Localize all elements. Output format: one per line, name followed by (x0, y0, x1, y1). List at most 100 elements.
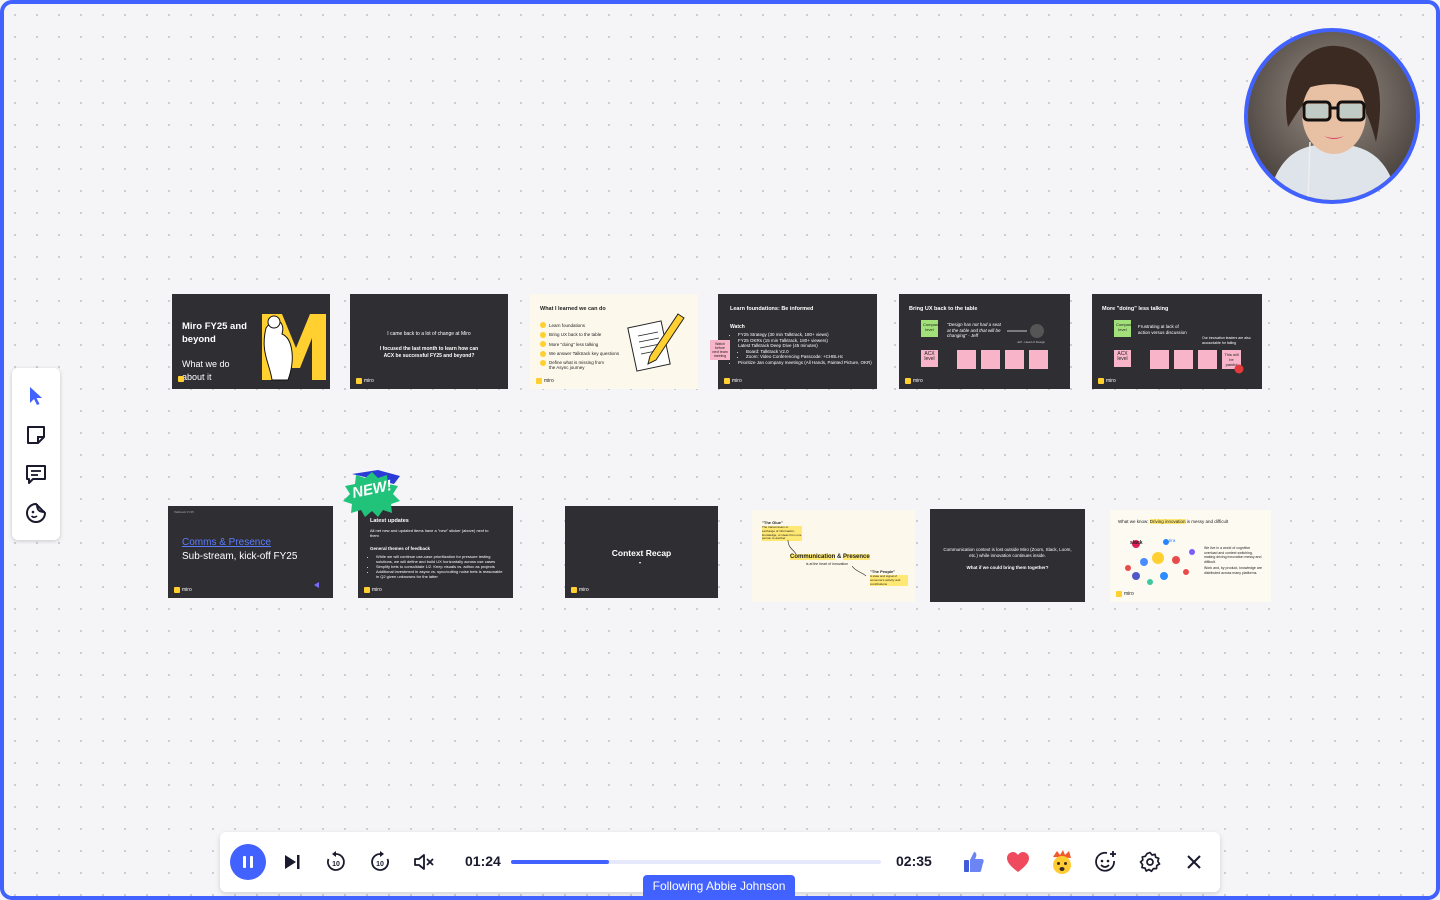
mute-button[interactable] (408, 846, 440, 878)
sticky-note-icon (27, 425, 45, 444)
miro-logo: miro (356, 378, 374, 384)
rewind-10-button[interactable]: 10 (320, 846, 352, 878)
add-reaction-button[interactable] (1090, 846, 1122, 878)
slide-2-line1: I came back to a lot of change at Miro (387, 331, 471, 337)
slide-12-p2: Work and, by product, knowledge are dist… (1204, 566, 1262, 575)
heart-reaction-button[interactable] (1002, 846, 1034, 878)
caret-icon: ▾ (639, 560, 642, 565)
miro-logo: miro (905, 378, 923, 384)
miro-logo: miro (1116, 591, 1134, 597)
sticky-note[interactable]: ACX level (1114, 350, 1131, 367)
slide-6[interactable]: More "doing" less talking Company level … (1092, 294, 1262, 389)
slide-10-heading: Communication & Presence (790, 554, 870, 560)
reaction-tool-button[interactable] (20, 497, 52, 529)
comment-tool-button[interactable] (20, 458, 52, 490)
slide-2[interactable]: I came back to a lot of change at Miro I… (350, 294, 508, 389)
current-time: 01:24 (465, 853, 501, 869)
cursor-icon (30, 386, 42, 405)
slide-9[interactable]: Context Recap ▾ miro (565, 506, 718, 598)
list-item: Additional investment in async vs. sync/… (376, 569, 506, 579)
slide-8-heading: General themes of feedback (370, 546, 431, 551)
slide-12-p1: We live in a world of cognitive overload… (1204, 546, 1262, 564)
slide-3-title: What I learned we can do (540, 306, 606, 312)
sticky-note[interactable]: Company level (1114, 320, 1133, 337)
new-starburst-icon (343, 470, 400, 517)
list-item: Latest Talktrack Deep Dive (45 minutes) (738, 343, 874, 349)
slide-5-person: Jeff - Head of Design (1017, 340, 1046, 344)
slide-12[interactable]: What we know: Driving innovation is mess… (1110, 510, 1271, 602)
list-item: Prioritize Jan company meetings (All Han… (738, 360, 874, 366)
slide-4[interactable]: Learn foundations: Be informed Watch FY2… (710, 294, 877, 389)
miro-logo (178, 376, 184, 382)
slide-8-desc: All net new and updated items have a "ne… (370, 528, 489, 538)
slide-8[interactable]: Latest updates All net new and updated i… (358, 506, 513, 598)
curve-arrow-icon (787, 540, 797, 555)
list-item: Learn foundations (540, 322, 630, 328)
select-tool-button[interactable] (20, 380, 52, 412)
slide-1-title: Miro FY25 and beyond (182, 321, 247, 345)
slide-7-subtitle: Sub-stream, kick-off FY25 (182, 551, 298, 562)
settings-button[interactable] (1134, 846, 1166, 878)
sticky-note[interactable]: Company level (921, 320, 940, 337)
slide-7-link[interactable]: Comms & Presence (182, 537, 271, 548)
close-button[interactable] (1178, 846, 1210, 878)
svg-text:10: 10 (376, 861, 384, 868)
following-indicator[interactable]: Following Abbie Johnson (643, 875, 795, 896)
app-icons-cluster (1125, 539, 1195, 585)
illustration-image (262, 314, 326, 381)
miro-logo: miro (174, 587, 192, 593)
list-item: While we will continue use-case prioriti… (376, 554, 506, 564)
sticky-note[interactable] (1005, 350, 1024, 369)
miro-logo: miro (724, 378, 742, 384)
slide-11[interactable]: Communication context is lost outside Mi… (930, 509, 1085, 602)
thumbs-up-icon (964, 852, 984, 872)
slide-7[interactable]: Talktrack FY25 Comms & Presence Sub-stre… (168, 506, 333, 598)
skip-next-button[interactable] (276, 846, 308, 878)
list-item: Bring UX back to the table (540, 331, 630, 338)
mind-blown-reaction-button[interactable] (1046, 846, 1078, 878)
slide-10-people-desc: A state and signal of someone's activity… (870, 574, 908, 587)
sticky-note-tool-button[interactable] (20, 419, 52, 451)
slide-1[interactable]: Miro FY25 and beyond What we do about it (172, 294, 330, 389)
slide-4-list: FY25 Strategy (30 min Talktrack, 180+ vi… (724, 332, 874, 365)
sticky-note[interactable] (1174, 350, 1193, 369)
alarm-sticker-icon (1234, 364, 1244, 374)
slide-3[interactable]: What I learned we can do Learn foundatio… (530, 294, 698, 389)
list-item: Board: Talktrack V2.0 (746, 349, 874, 355)
sticky-note[interactable] (981, 350, 1000, 369)
slide-7-tag: Talktrack FY25 (174, 510, 194, 514)
sticky-note[interactable]: ACX level (921, 350, 938, 367)
slide-3-list: Learn foundations Bring UX back to the t… (540, 322, 630, 374)
list-item: Define what is missing from the Async jo… (540, 360, 630, 370)
slide-6-text2: Our innovation leaders are also accounta… (1202, 336, 1251, 345)
slide-10-glue: "The Glue" (762, 520, 783, 525)
sticky-note[interactable] (1198, 350, 1217, 369)
forward-10-button[interactable]: 10 (364, 846, 396, 878)
total-time: 02:35 (896, 853, 932, 869)
slide-6-title: More "doing" less talking (1102, 306, 1169, 312)
new-badge[interactable]: NEW! (340, 468, 404, 518)
slide-4-heading: Watch (730, 324, 745, 330)
slide-5[interactable]: Bring UX back to the table Company level… (899, 294, 1070, 389)
sticky-note[interactable] (1150, 350, 1169, 369)
miro-logo: miro (1098, 378, 1116, 384)
slide-8-title: Latest updates (370, 518, 409, 524)
sticky-note[interactable] (957, 350, 976, 369)
gear-icon (1139, 851, 1161, 873)
progress-slider[interactable] (511, 860, 881, 864)
sticky-note[interactable]: This will be painful (1222, 350, 1241, 369)
pause-button[interactable] (230, 844, 266, 880)
volume-muted-icon (414, 854, 434, 870)
slide-2-line2: I focused the last month to learn how ca… (379, 346, 479, 359)
forward-10-icon: 10 (371, 851, 389, 871)
sticky-note[interactable]: Watch before next team meeting (710, 340, 730, 360)
left-toolbar (12, 368, 60, 540)
slide-10[interactable]: "The Glue" The transmission or exchange … (752, 510, 915, 602)
slide-4-title: Learn foundations: Be informed (730, 306, 814, 312)
thumbs-up-reaction-button[interactable] (958, 846, 990, 878)
slide-5-quote: "Design has not had a seat at the table … (947, 322, 1001, 338)
sticky-note[interactable] (1029, 350, 1048, 369)
miro-logo: miro (536, 378, 554, 384)
add-emoji-icon (1095, 851, 1116, 872)
